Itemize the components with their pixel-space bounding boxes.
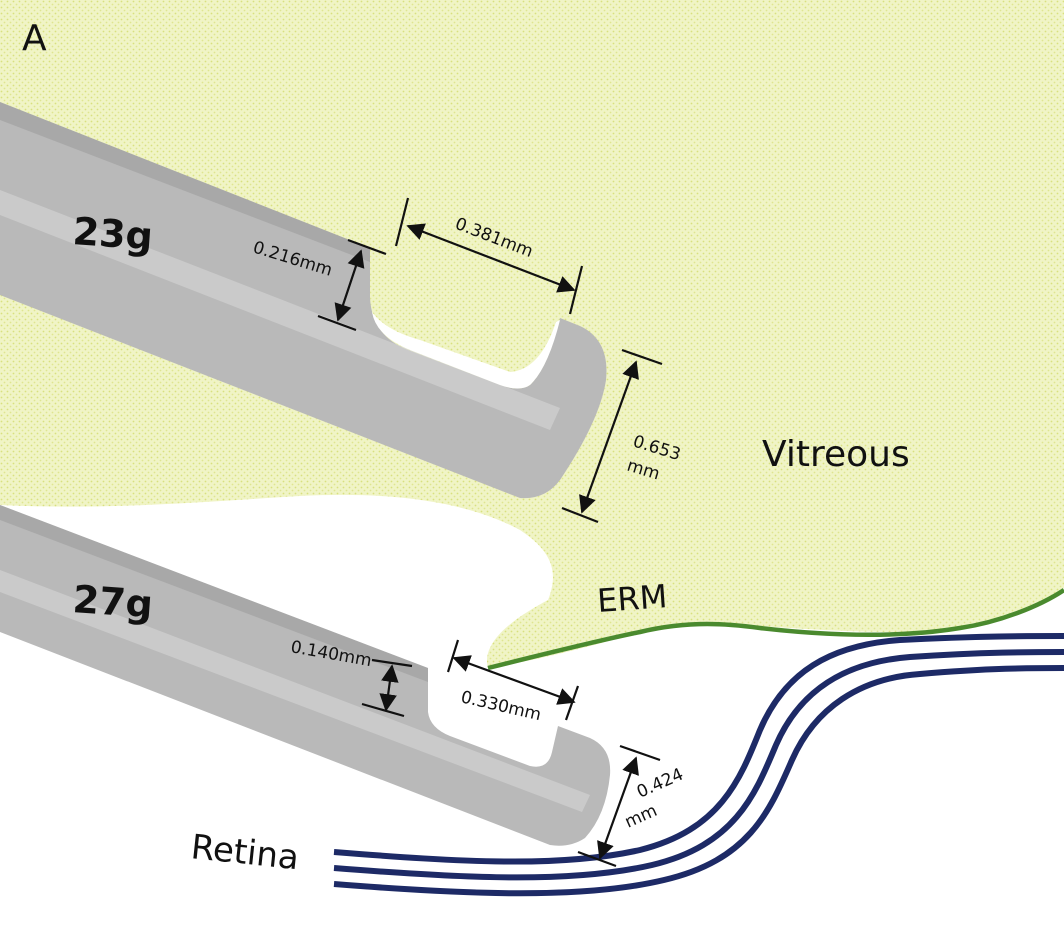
vitreous-label: Vitreous bbox=[762, 434, 910, 475]
probe-27g-shaft bbox=[0, 505, 611, 846]
vitreous-region bbox=[0, 0, 1064, 668]
probe-27g bbox=[0, 505, 611, 846]
tip-diameter-27g-unit: mm bbox=[622, 801, 660, 833]
probe-23g bbox=[0, 102, 607, 499]
gauge-label-23g: 23g bbox=[71, 209, 154, 258]
retina-label: Retina bbox=[189, 827, 301, 878]
port-width-27g: 0.330mm bbox=[459, 687, 543, 725]
retina-layers bbox=[333, 633, 1064, 897]
dimension-lines-23g bbox=[317, 197, 663, 524]
erm-membrane bbox=[487, 588, 1064, 671]
probe-23g-shaft bbox=[0, 102, 607, 499]
tip-diameter-27g-value: 0.424 bbox=[634, 765, 687, 803]
dimension-lines-27g bbox=[361, 639, 661, 868]
gauge-label-27g: 27g bbox=[71, 577, 154, 626]
panel-label: A bbox=[22, 18, 47, 59]
erm-label: ERM bbox=[596, 577, 669, 620]
